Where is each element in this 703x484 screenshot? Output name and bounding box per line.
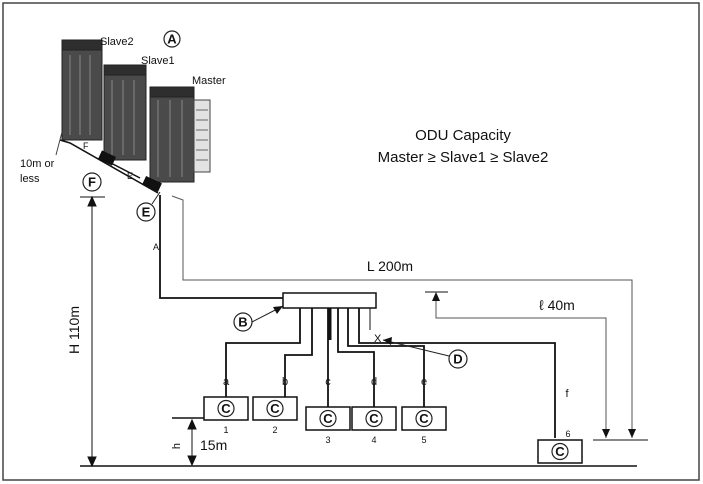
branch-pipe-e [347, 308, 425, 407]
idu-height-label: 15m [200, 437, 227, 453]
marker-b-label: B [238, 315, 247, 330]
pipe-label-small-b: b [282, 376, 288, 388]
marker-a-circle [163, 30, 181, 48]
master-label: Master [192, 75, 226, 87]
indoor-units: C 1 C 2 C 3 C 4 C 5 [203, 396, 583, 464]
pipe-label-e: E [127, 171, 133, 181]
pipe-f [59, 139, 159, 194]
pipe-label-small-f: f [565, 388, 569, 400]
indoor-unit-4-c: C [369, 411, 379, 426]
pipe-label-small-e: e [421, 376, 427, 388]
indoor-unit-4-number: 4 [371, 435, 376, 445]
branch-pipe-d [337, 308, 375, 407]
branch-pipe-a [225, 308, 301, 397]
slave1-unit [103, 64, 147, 161]
indoor-unit-5-c: C [419, 411, 429, 426]
odu-distance-leader [55, 131, 63, 156]
height-dimension [80, 195, 105, 468]
pipe-label-small-c: c [325, 376, 331, 388]
indoor-unit-1-c: C [221, 401, 231, 416]
idu-height-symbol: h [171, 443, 183, 449]
indoor-unit-2: C 2 [252, 396, 298, 435]
branch-pipe-b [284, 308, 313, 397]
marker-d-arrow [383, 337, 392, 345]
main-pipe-a [159, 195, 283, 299]
indoor-unit-3-c: C [323, 411, 333, 426]
odu-distance-label: 10m or [20, 158, 55, 170]
indoor-unit-6: C 6 [537, 429, 583, 464]
slave2-unit [61, 39, 103, 141]
indoor-unit-2-number: 2 [272, 425, 277, 435]
slave1-label: Slave1 [141, 55, 175, 67]
slave2-label: Slave2 [100, 36, 134, 48]
branch-pipes [225, 308, 556, 438]
pipe-label-small-a: a [223, 376, 230, 388]
pipe-label-f: F [83, 141, 89, 151]
total-length-arrow [628, 429, 636, 438]
header-distributor [282, 292, 377, 309]
total-length-line [171, 195, 633, 438]
indoor-unit-6-c: C [555, 444, 565, 459]
marker-e-label: E [142, 205, 151, 220]
pipe-label-a: A [153, 242, 159, 252]
marker-e-circle [136, 202, 156, 222]
height-label: H 110m [66, 306, 82, 354]
marker-d-leader [382, 339, 450, 357]
branch-pipe-f [358, 308, 556, 438]
indoor-unit-1-number: 1 [223, 425, 228, 435]
marker-b-arrow [273, 306, 283, 314]
indoor-unit-4: C 4 [351, 406, 397, 445]
total-length-label: L 200m [367, 258, 413, 274]
branch-length-dimension [425, 291, 610, 438]
branch-length-label: ℓ 40m [539, 297, 575, 313]
pipe-label-x: X [374, 333, 382, 345]
capacity-title: ODU Capacity [415, 127, 511, 144]
indoor-unit-1: C 1 [203, 396, 249, 435]
marker-f-circle [82, 172, 102, 192]
marker-d-label: D [453, 352, 462, 367]
indoor-unit-2-c: C [270, 401, 280, 416]
odu-connection-pipes [59, 139, 162, 194]
idu-height-dimension [187, 418, 197, 467]
outdoor-units [61, 39, 211, 183]
indoor-unit-5-number: 5 [421, 435, 426, 445]
pipe-label-small-d: d [371, 376, 377, 388]
indoor-unit-6-number: 6 [565, 429, 570, 439]
master-unit [149, 86, 211, 183]
indoor-unit-3: C 3 [305, 406, 351, 445]
indoor-unit-3-number: 3 [325, 435, 330, 445]
marker-e-leader [151, 191, 161, 205]
odu-distance-label-2: less [20, 173, 40, 185]
marker-d-circle [448, 349, 468, 369]
marker-f-label: F [88, 175, 96, 190]
marker-a-label: A [167, 32, 177, 47]
capacity-rule: Master ≥ Slave1 ≥ Slave2 [378, 149, 549, 166]
indoor-unit-5: C 5 [401, 406, 447, 445]
